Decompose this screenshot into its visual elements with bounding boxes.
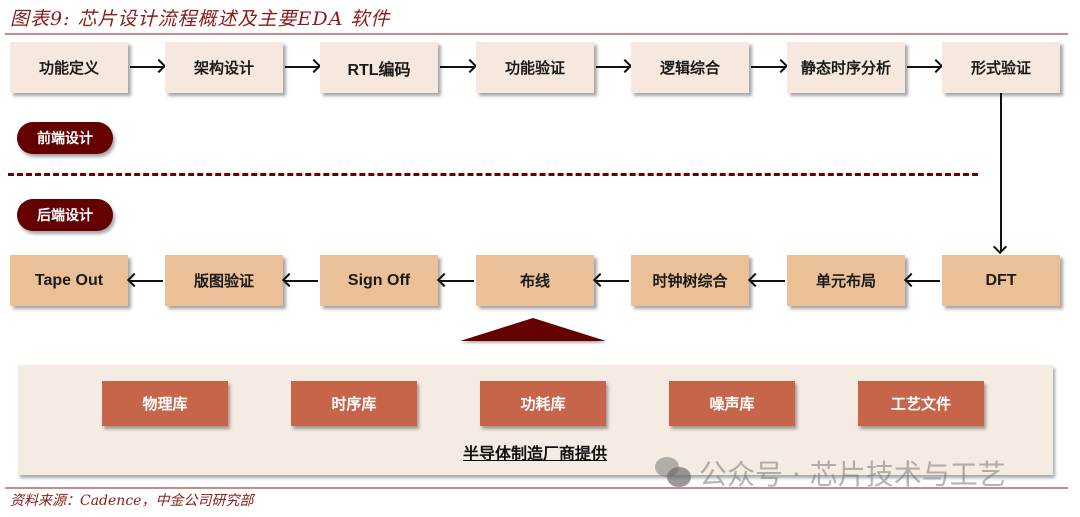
arrow-left	[751, 280, 785, 282]
step-architecture-design: 架构设计	[165, 42, 283, 93]
step-tape-out: Tape Out	[10, 255, 128, 306]
figure-title: 图表9: 芯片设计流程概述及主要EDA 软件	[10, 8, 391, 30]
arrow-right	[907, 66, 940, 68]
wechat-icon	[655, 457, 693, 489]
step-logic-synthesis: 逻辑综合	[631, 42, 749, 93]
library-process-file: 工艺文件	[858, 381, 984, 426]
library-power: 功耗库	[480, 381, 606, 426]
step-function-definition: 功能定义	[10, 42, 128, 93]
arrow-right	[285, 66, 318, 68]
backend-label: 后端设计	[17, 199, 113, 231]
step-formal-verification: 形式验证	[942, 42, 1060, 93]
watermark: 公众号 · 芯片技术与工艺	[655, 453, 1006, 493]
step-layout-verification: 版图验证	[165, 255, 283, 306]
arrow-left	[130, 280, 163, 282]
step-dft: DFT	[942, 255, 1060, 306]
step-routing: 布线	[476, 255, 594, 306]
frontend-label: 前端设计	[17, 122, 113, 154]
arrow-left	[285, 280, 318, 282]
step-static-timing-analysis: 静态时序分析	[787, 42, 905, 93]
step-functional-verification: 功能验证	[476, 42, 594, 93]
arrow-right	[596, 66, 629, 68]
top-rule	[5, 33, 1068, 35]
frontend-backend-divider	[8, 173, 978, 176]
arrow-right	[751, 66, 785, 68]
watermark-text: 公众号 · 芯片技术与工艺	[699, 458, 1006, 491]
arrow-left	[440, 280, 474, 282]
step-rtl-coding: RTL编码	[320, 42, 438, 93]
arrow-left	[907, 280, 940, 282]
arrow-right	[130, 66, 163, 68]
bottom-rule	[5, 487, 1068, 489]
library-timing: 时序库	[291, 381, 417, 426]
library-physical: 物理库	[102, 381, 228, 426]
arrow-right	[440, 66, 474, 68]
arrow-down	[1000, 93, 1002, 252]
pointer-triangle	[460, 318, 606, 341]
source-note: 资料来源：Cadence，中金公司研究部	[10, 493, 254, 509]
library-provider-caption: 半导体制造厂商提供	[463, 444, 608, 463]
arrow-left	[596, 280, 629, 282]
step-sign-off: Sign Off	[320, 255, 438, 306]
step-clock-tree-synthesis: 时钟树综合	[631, 255, 749, 306]
step-cell-placement: 单元布局	[787, 255, 905, 306]
library-noise: 噪声库	[669, 381, 795, 426]
